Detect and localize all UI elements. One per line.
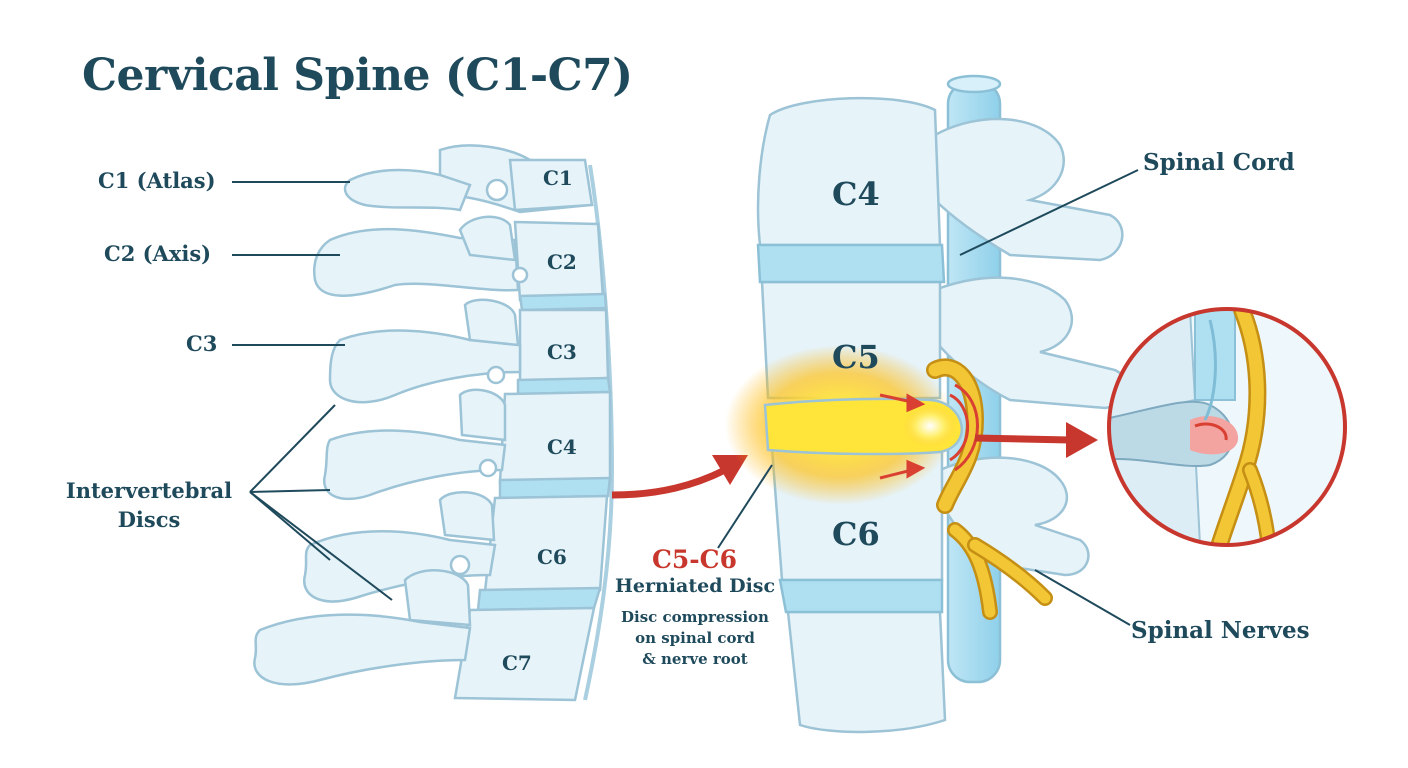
label-c1-atlas: C1 (Atlas) [98, 168, 216, 193]
zoom-arrow-left [612, 470, 725, 495]
magnified-view [1100, 300, 1345, 560]
left-vertebra-label: C6 [537, 545, 567, 569]
herniation-level: C5-C6 [652, 545, 737, 574]
left-vertebra-label: C7 [502, 651, 532, 675]
right-vertebra-label: C4 [832, 175, 880, 213]
page-title: Cervical Spine (C1-C7) [82, 50, 633, 101]
left-vertebra-label: C4 [547, 435, 577, 459]
label-spinal-cord: Spinal Cord [1143, 149, 1295, 176]
herniation-desc-line1: Disc compression [606, 607, 784, 628]
label-c3: C3 [186, 331, 217, 356]
label-discs-line1: Intervertebral [56, 478, 242, 503]
label-intervertebral-discs: Intervertebral Discs [56, 478, 242, 532]
enlarged-segment [725, 76, 1127, 732]
herniation-desc-line2: on spinal cord [606, 628, 784, 649]
left-vertebra-label: C3 [547, 340, 577, 364]
label-c2-axis: C2 (Axis) [104, 241, 211, 266]
left-vertebra-label: C2 [547, 250, 577, 274]
right-vertebra-label: C6 [832, 515, 880, 553]
zoom-arrow-right [975, 438, 1070, 440]
herniation-description: Disc compression on spinal cord & nerve … [606, 607, 784, 670]
herniation-desc-line3: & nerve root [606, 649, 784, 670]
right-vertebra-label: C5 [832, 338, 880, 376]
left-vertebra-label: C1 [543, 166, 573, 190]
zoom-arrowhead-right [1066, 422, 1098, 458]
label-discs-line2: Discs [56, 507, 242, 532]
herniation-heading: Herniated Disc [612, 575, 778, 597]
label-spinal-nerves: Spinal Nerves [1131, 617, 1310, 644]
left-cervical-column [254, 145, 612, 700]
